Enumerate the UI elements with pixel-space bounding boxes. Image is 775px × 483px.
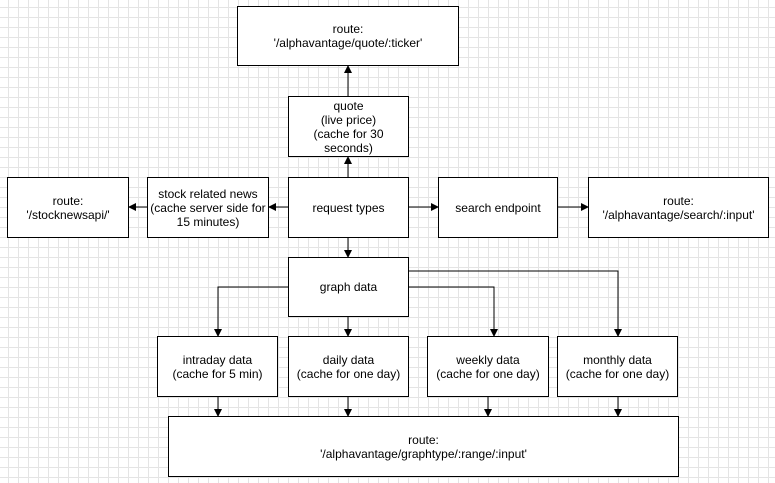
arrow-graph-data-to-weekly xyxy=(409,286,498,337)
search-endpoint-node: search endpoint xyxy=(438,177,558,238)
quote-node: quote (live price) (cache for 30 seconds… xyxy=(288,96,409,157)
monthly-data-node: monthly data (cache for one day) xyxy=(557,336,678,397)
stock-news-node: stock related news (cache server side fo… xyxy=(147,177,269,238)
weekly-data-node: weekly data (cache for one day) xyxy=(427,336,549,397)
route-search-node: route: '/alphavantage/search/:input' xyxy=(588,177,769,238)
arrow-graph-data-to-intraday xyxy=(214,286,288,337)
route-graph-node: route: '/alphavantage/graphtype/:range/:… xyxy=(168,416,679,477)
route-quote-node: route: '/alphavantage/quote/:ticker' xyxy=(237,6,459,66)
daily-data-node: daily data (cache for one day) xyxy=(288,336,409,397)
intraday-data-node: intraday data (cache for 5 min) xyxy=(157,336,278,397)
arrow-graph-data-to-monthly xyxy=(409,270,622,337)
route-news-node: route: '/stocknewsapi/' xyxy=(7,177,129,238)
request-types-node: request types xyxy=(288,177,409,238)
graph-data-node: graph data xyxy=(288,257,409,317)
